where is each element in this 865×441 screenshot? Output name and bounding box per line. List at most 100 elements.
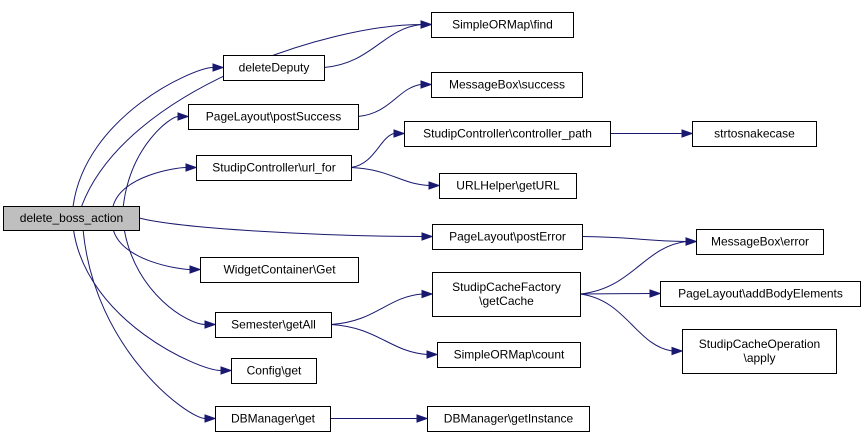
edge-delete-boss-action-to-widget-get — [112, 229, 191, 270]
edge-deletedeputy-to-find — [323, 24, 422, 68]
node-delete-boss-action[interactable]: delete_boss_action — [3, 206, 140, 231]
edge-delete-boss-action-to-deletedeputy — [72, 67, 214, 207]
node-box — [437, 342, 581, 368]
arrowhead-widget-get — [189, 265, 202, 274]
node-dbm-get[interactable]: DBManager\get — [215, 406, 331, 432]
arrowhead-getall — [204, 320, 217, 329]
arrowhead-dbm-get — [204, 414, 217, 423]
node-posterror[interactable]: PageLayout\postError — [432, 224, 583, 250]
edge-delete-boss-action-to-dbm-get — [82, 229, 206, 419]
edge-getcache-to-msg-error — [579, 241, 687, 295]
node-getcache[interactable]: StudipCacheFactory\getCache — [432, 272, 581, 317]
node-box — [3, 206, 140, 231]
edge-delete-boss-action-to-postsuccess — [122, 116, 179, 207]
node-label: PageLayout\postError — [449, 230, 566, 244]
nodes-layer: delete_boss_action SimpleORMap\find delete… — [3, 12, 861, 432]
node-label: MessageBox\error — [711, 235, 809, 249]
node-getinstance[interactable]: DBManager\getInstance — [427, 406, 590, 432]
arrowhead-strtosnakecase — [681, 129, 694, 138]
edge-getall-to-getcache — [330, 293, 423, 325]
node-label: StudipCacheOperation — [699, 337, 820, 351]
node-msg-success[interactable]: MessageBox\success — [431, 72, 583, 98]
arrowhead-getinstance — [416, 414, 429, 423]
edge-delete-boss-action-to-url-for — [112, 167, 187, 207]
node-box — [432, 272, 581, 317]
arrowhead-find — [420, 20, 433, 29]
edge-delete-boss-action-to-config-get — [73, 229, 222, 371]
node-msg-error[interactable]: MessageBox\error — [696, 229, 824, 255]
node-addbodyelements[interactable]: PageLayout\addBodyElements — [660, 281, 861, 307]
node-url-for[interactable]: StudipController\url_for — [196, 155, 352, 181]
node-box — [223, 55, 325, 81]
arrowhead-getcache — [421, 289, 434, 299]
node-box — [427, 406, 590, 432]
node-widget-get[interactable]: WidgetContainer\Get — [200, 257, 359, 283]
node-label: deleteDeputy — [239, 61, 310, 75]
node-box — [196, 155, 352, 181]
arrowhead-orm-count — [426, 350, 439, 359]
node-box — [404, 121, 611, 147]
edge-url-for-to-geturl — [350, 167, 430, 186]
node-box — [692, 121, 817, 147]
node-find[interactable]: SimpleORMap\find — [431, 12, 574, 38]
node-box — [696, 229, 824, 255]
node-controller-path[interactable]: StudipController\controller_path — [404, 121, 611, 147]
node-label: MessageBox\success — [449, 78, 565, 92]
node-label: PageLayout\addBodyElements — [678, 287, 843, 301]
arrowhead-controller-path — [393, 129, 406, 138]
node-box — [215, 312, 332, 338]
node-label: Config\get — [247, 364, 302, 378]
edge-delete-boss-action-to-posterror — [138, 217, 423, 237]
node-box — [215, 406, 331, 432]
node-label: StudipController\url_for — [212, 161, 335, 175]
node-label: SimpleORMap\count — [454, 348, 565, 362]
edge-url-for-to-controller-path — [350, 133, 395, 168]
arrowhead-msg-error — [685, 237, 698, 246]
edge-getall-to-orm-count — [330, 324, 428, 355]
node-orm-count[interactable]: SimpleORMap\count — [437, 342, 581, 368]
node-label: \apply — [743, 351, 775, 365]
node-label: DBManager\getInstance — [444, 412, 574, 426]
edge-delete-boss-action-to-getall — [123, 229, 206, 325]
edges-layer — [72, 20, 698, 423]
arrowhead-geturl — [428, 181, 441, 190]
arrowhead-posterror — [421, 232, 434, 241]
arrowhead-deletedeputy — [212, 63, 225, 72]
node-box — [188, 104, 359, 130]
edge-getcache-to-cache-apply — [579, 293, 673, 352]
node-deletedeputy[interactable]: deleteDeputy — [223, 55, 325, 81]
edge-getcache-to-addbodyelements — [579, 293, 651, 295]
node-getall[interactable]: Semester\getAll — [215, 312, 332, 338]
node-cache-apply[interactable]: StudipCacheOperation\apply — [682, 329, 837, 374]
node-box — [200, 257, 359, 283]
node-box — [660, 281, 861, 307]
arrowhead-config-get — [220, 366, 233, 375]
arrowhead-msg-success — [420, 80, 433, 89]
arrowhead-postsuccess — [177, 112, 190, 121]
node-label: \getCache — [479, 294, 534, 308]
node-label: StudipCacheFactory — [452, 280, 561, 294]
node-box — [431, 72, 583, 98]
node-label: StudipController\controller_path — [423, 127, 592, 141]
node-geturl[interactable]: URLHelper\getURL — [439, 173, 577, 199]
arrowhead-url-for — [185, 163, 198, 172]
edge-postsuccess-to-msg-success — [357, 84, 422, 117]
node-box — [682, 329, 837, 374]
arrowhead-cache-apply — [671, 346, 684, 356]
node-box — [432, 224, 583, 250]
node-box — [431, 12, 574, 38]
node-box — [439, 173, 577, 199]
node-postsuccess[interactable]: PageLayout\postSuccess — [188, 104, 359, 130]
node-strtosnakecase[interactable]: strtosnakecase — [692, 121, 817, 147]
node-label: Semester\getAll — [231, 318, 316, 332]
node-label: PageLayout\postSuccess — [206, 110, 341, 124]
node-config-get[interactable]: Config\get — [231, 358, 317, 384]
node-label: delete_boss_action — [20, 211, 123, 225]
node-label: strtosnakecase — [714, 127, 795, 141]
node-label: URLHelper\getURL — [456, 179, 560, 193]
arrowhead-addbodyelements — [649, 289, 662, 298]
node-box — [231, 358, 317, 384]
node-label: SimpleORMap\find — [452, 18, 553, 32]
edge-posterror-to-msg-error — [581, 236, 687, 242]
